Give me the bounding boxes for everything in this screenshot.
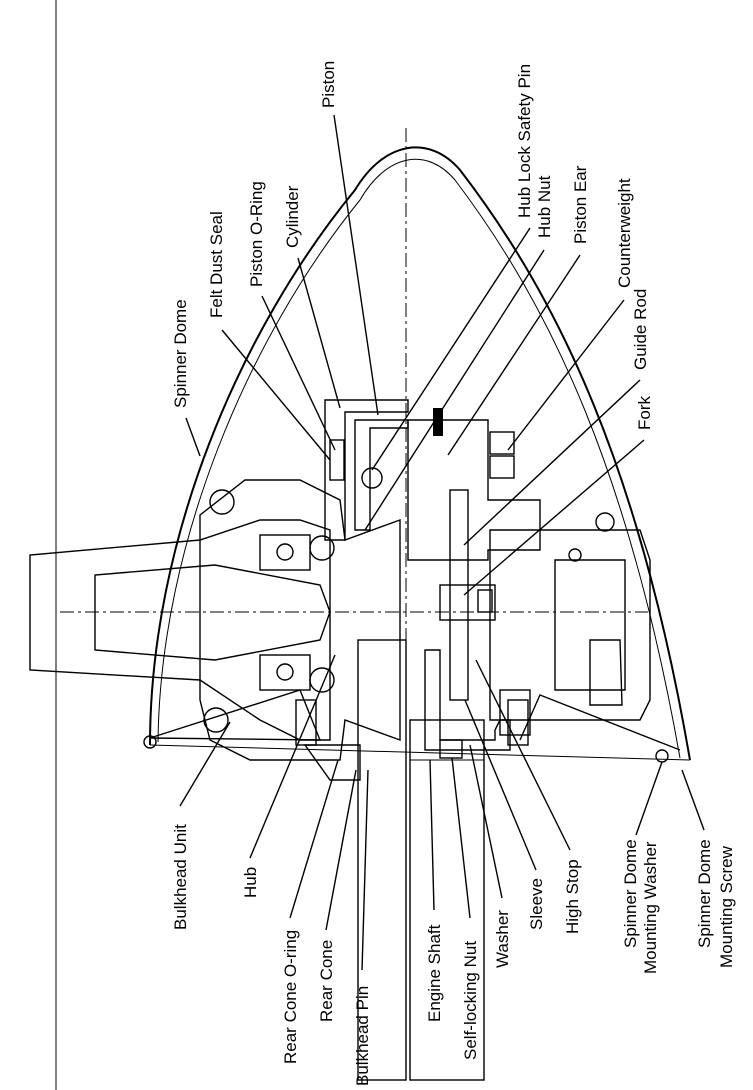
bulkhead-clip-right — [507, 699, 529, 746]
label-rear-cone: Rear Cone — [317, 940, 336, 1022]
high-stop-block — [499, 689, 531, 736]
label-guide-rod: Guide Rod — [631, 289, 650, 370]
leader-hub — [249, 654, 336, 859]
leader-counterweight — [507, 299, 625, 451]
bulkhead-right — [519, 694, 681, 751]
hub-bolt-1 — [209, 489, 235, 515]
leader-lines — [179, 114, 705, 971]
leader-washer — [469, 744, 503, 899]
leader-felt-dust-seal — [221, 329, 331, 461]
blade-inner-taper — [94, 564, 331, 661]
label-hub: Hub — [241, 867, 260, 898]
label-high-stop: High Stop — [563, 859, 582, 934]
piston-o-ring — [329, 439, 345, 481]
guide-rod — [449, 489, 469, 701]
leader-mounting-washer — [635, 761, 663, 836]
leader-rear-cone-o-ring — [289, 759, 339, 919]
label-mounting-washer-line2: Mounting Washer — [641, 841, 660, 974]
label-hub-lock-safety-pin: Hub Lock Safety Pin — [515, 64, 534, 218]
blade-section — [29, 519, 331, 741]
clamp-bolt-top — [595, 512, 615, 532]
label-spinner-dome: Spinner Dome — [171, 299, 190, 408]
leader-mounting-screw — [681, 769, 705, 831]
leader-hub-nut — [364, 249, 545, 531]
leader-piston-o-ring — [261, 295, 336, 451]
label-piston: Piston — [319, 61, 338, 108]
leader-cylinder — [297, 257, 341, 409]
leader-fork — [463, 439, 645, 596]
hub-bolt-2 — [309, 535, 335, 561]
leader-bulkhead-unit — [179, 721, 231, 807]
label-counterweight: Counterweight — [615, 178, 634, 288]
bulkhead-left — [149, 689, 322, 741]
lower-bearing-ball — [276, 663, 294, 681]
engine-shaft-section — [357, 639, 407, 1081]
blade-clamp-body — [489, 529, 651, 721]
label-piston-o-ring: Piston O-Ring — [247, 181, 266, 287]
counterweight-block — [407, 419, 541, 561]
leader-rear-cone — [325, 769, 357, 931]
leader-sleeve — [464, 699, 537, 871]
fork-slot — [477, 589, 493, 613]
label-washer: Washer — [493, 910, 512, 968]
leader-piston — [333, 114, 379, 416]
leader-high-stop — [475, 659, 571, 851]
hub-lock-safety-pin-ring — [361, 467, 383, 489]
spinner-rear-edge — [149, 744, 691, 761]
fork-body — [439, 584, 496, 621]
leader-self-locking-nut — [451, 757, 471, 919]
label-bulkhead-pin: Bulkhead Pin — [353, 986, 372, 1086]
engine-shaft-bore — [409, 719, 485, 1081]
label-hub-nut: Hub Nut — [535, 175, 554, 238]
label-sleeve: Sleeve — [527, 878, 546, 930]
label-felt-dust-seal: Felt Dust Seal — [207, 211, 226, 318]
leader-spinner-dome — [185, 417, 201, 457]
spinner-screw-right — [655, 749, 669, 763]
assembly-drawing — [29, 128, 691, 1081]
hub-bolt-4 — [309, 667, 335, 693]
counterweight-screw-2 — [489, 455, 515, 479]
blade-clamp-outer — [554, 559, 626, 691]
label-engine-shaft: Engine Shaft — [425, 924, 444, 1022]
sleeve-section — [424, 649, 511, 751]
piston-ear-marker — [433, 408, 443, 436]
leader-guide-rod — [463, 379, 641, 546]
clamp-bolt-mid — [568, 548, 582, 562]
cylinder-section — [324, 399, 409, 541]
spinner-screw-left — [143, 735, 157, 749]
self-locking-nut — [439, 739, 463, 759]
spinner-dome-inner-outline — [157, 158, 681, 759]
leader-piston-ear — [447, 254, 581, 456]
upper-bearing — [259, 534, 311, 571]
label-mounting-screw-line2: Mounting Screw — [717, 845, 736, 968]
rear-cone-section — [303, 744, 361, 781]
label-fork: Fork — [635, 396, 654, 431]
label-self-locking-nut: Self-locking Nut — [461, 941, 480, 1060]
lower-bearing — [259, 654, 311, 691]
upper-bearing-ball — [276, 543, 294, 561]
label-cylinder: Cylinder — [283, 185, 302, 248]
clamp-bolt-lower — [589, 639, 623, 706]
label-rear-cone-o-ring: Rear Cone O-ring — [281, 930, 300, 1064]
label-mounting-screw-line1: Spinner Dome — [695, 839, 714, 948]
label-bulkhead-unit: Bulkhead Unit — [171, 824, 190, 930]
leader-engine-shaft — [429, 759, 435, 911]
leader-bulkhead-pin — [361, 769, 369, 971]
leader-hub-lock-safety-pin — [371, 227, 531, 471]
spinner-dome-outline — [149, 146, 691, 761]
part-labels: Spinner Dome Felt Dust Seal Piston O-Rin… — [171, 61, 736, 1086]
label-mounting-washer-line1: Spinner Dome — [621, 839, 640, 948]
counterweight-screw-1 — [489, 431, 515, 455]
label-piston-ear: Piston Ear — [571, 165, 590, 244]
